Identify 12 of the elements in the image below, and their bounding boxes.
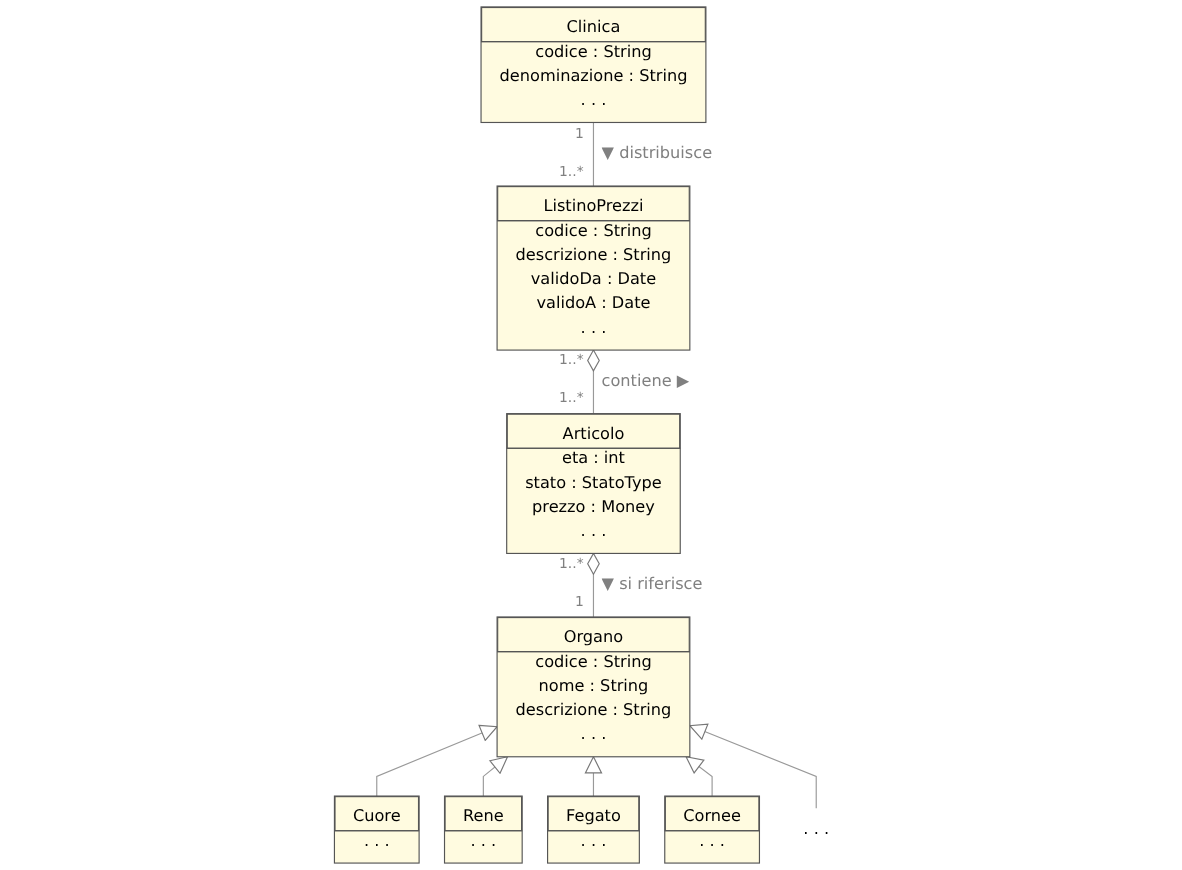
connector (587, 349, 600, 415)
connector (592, 121, 595, 187)
connector (587, 552, 600, 618)
arrow (376, 724, 498, 797)
edge-label: contiene ▶ (601, 372, 690, 391)
edge-label: ▼ si riferisce (601, 575, 703, 594)
arrow (482, 756, 509, 797)
edge-label: ▼ distribuisce (601, 144, 713, 163)
arrow (584, 756, 603, 797)
node-text: . . . (803, 819, 830, 839)
arrow (685, 756, 713, 797)
arrow (689, 723, 817, 809)
